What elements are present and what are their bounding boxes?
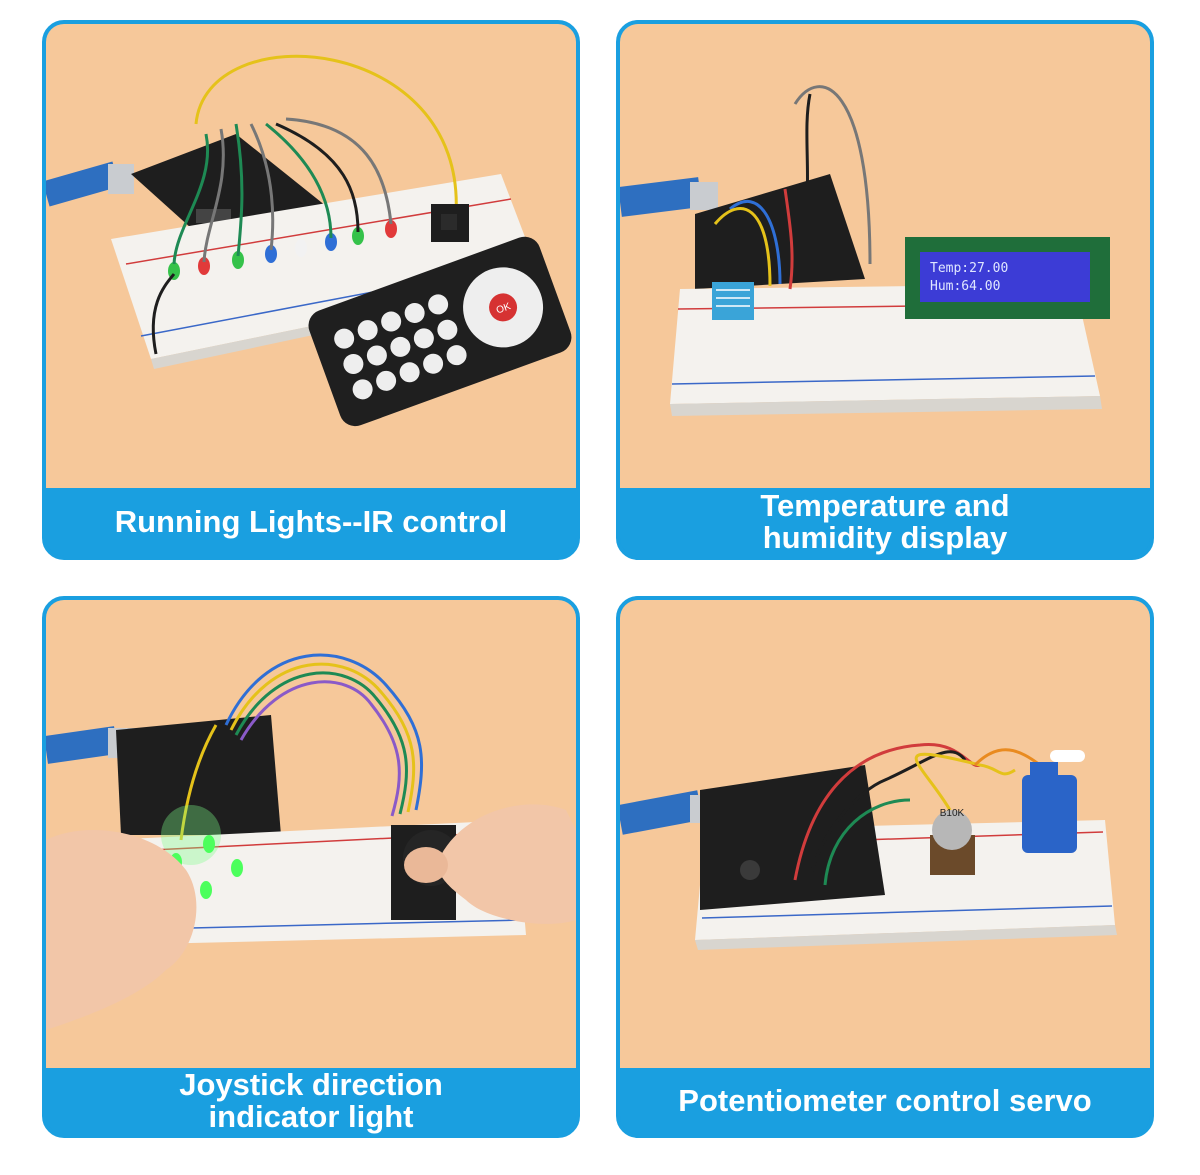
leds <box>168 220 397 280</box>
arduino-board <box>116 715 281 835</box>
caption-line: Joystick direction <box>179 1067 443 1102</box>
caption-line: humidity display <box>762 520 1008 555</box>
dht11-sensor <box>712 282 754 320</box>
lcd-line-1: Temp:27.00 <box>930 261 1008 276</box>
svg-text:OK: OK <box>495 301 513 316</box>
photo-joystick <box>46 600 576 1068</box>
caption-temperature-humidity: Temperature and humidity display <box>620 488 1150 556</box>
photo-temperature-humidity: Temp:27.00 Hum:64.00 <box>620 24 1150 488</box>
green-leds <box>161 805 243 899</box>
ir-receiver <box>431 204 469 242</box>
caption-line: indicator light <box>208 1099 414 1134</box>
lcd-line-2: Hum:64.00 <box>930 279 1000 294</box>
hands <box>46 804 576 1030</box>
caption-line: Potentiometer control servo <box>678 1083 1092 1118</box>
panel-joystick: Joystick direction indicator light <box>42 596 580 1138</box>
caption-line: Temperature and <box>760 488 1010 523</box>
arduino-board <box>700 765 885 910</box>
caption-running-lights: Running Lights--IR control <box>46 488 576 556</box>
pot-label: B10K <box>940 808 965 819</box>
panel-running-lights: OK Running Lights--IR control <box>42 20 580 560</box>
panel-potentiometer-servo: B10K Potentiometer control servo <box>616 596 1154 1138</box>
panel-temperature-humidity: Temp:27.00 Hum:64.00 Temperature and hum… <box>616 20 1154 560</box>
potentiometer: B10K <box>930 808 975 875</box>
photo-running-lights: OK <box>46 24 576 488</box>
ir-remote: OK <box>308 236 572 427</box>
caption-line: Running Lights--IR control <box>114 504 508 539</box>
caption-potentiometer-servo: Potentiometer control servo <box>620 1068 1150 1134</box>
photo-potentiometer-servo: B10K <box>620 600 1150 1068</box>
lcd1602: Temp:27.00 Hum:64.00 <box>905 237 1110 319</box>
caption-joystick: Joystick direction indicator light <box>46 1068 576 1134</box>
servo <box>1022 750 1085 853</box>
